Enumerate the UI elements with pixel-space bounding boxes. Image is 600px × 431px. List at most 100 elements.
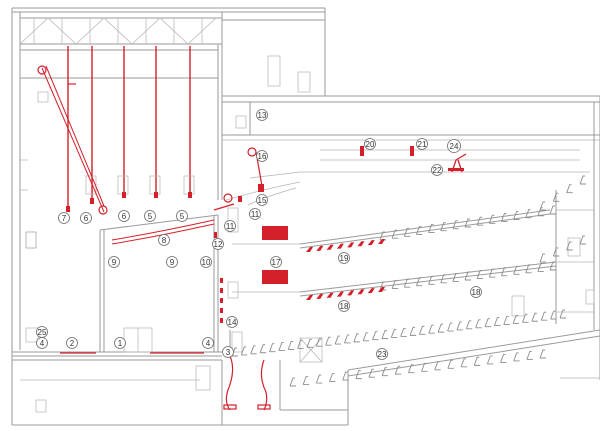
- seat: [464, 271, 471, 281]
- callout-marker-m23: 23: [376, 348, 388, 360]
- stage-machinery: [37, 46, 467, 411]
- marker-number: 12: [214, 240, 223, 249]
- seat: [452, 272, 459, 282]
- seat: [329, 373, 336, 383]
- callout-marker-m16: 16: [256, 150, 268, 162]
- seat: [353, 333, 360, 343]
- seat: [539, 253, 546, 263]
- callout-marker-m4a: 4: [36, 337, 48, 349]
- marker-number: 11: [226, 222, 235, 231]
- seat: [240, 346, 248, 356]
- marker-number: 2: [70, 339, 75, 348]
- seat: [579, 175, 586, 185]
- seat: [488, 268, 496, 278]
- seat: [355, 370, 362, 380]
- seat: [315, 337, 323, 347]
- marker-number: 18: [340, 302, 349, 311]
- seat: [464, 218, 471, 228]
- seat: [476, 216, 484, 226]
- callout-marker-m5a: 5: [144, 210, 156, 222]
- seat: [525, 209, 532, 219]
- marker-number: 5: [180, 212, 185, 221]
- callout-marker-m9b: 9: [166, 256, 178, 268]
- marker-number: 14: [228, 318, 237, 327]
- seat: [315, 374, 323, 384]
- marker-circle: [226, 316, 238, 328]
- marker-circle: [431, 164, 443, 176]
- seat: [403, 278, 411, 288]
- callout-marker-m17: 17: [270, 256, 282, 268]
- seat: [421, 362, 428, 372]
- seat: [381, 367, 389, 377]
- seat: [531, 312, 538, 322]
- marker-circle: [212, 238, 224, 250]
- seat: [428, 275, 435, 285]
- seat: [552, 192, 560, 202]
- callout-marker-m15: 15: [256, 194, 268, 206]
- callout-marker-m18b: 18: [338, 300, 350, 312]
- seat: [440, 222, 447, 232]
- seat: [409, 326, 417, 336]
- building-structure: [11, 7, 600, 426]
- marker-circle: [176, 210, 188, 222]
- featured-seating: [306, 239, 385, 300]
- seat: [484, 318, 492, 328]
- marker-number: 20: [366, 140, 375, 149]
- marker-number: 1: [118, 339, 123, 348]
- red-seat: [367, 288, 375, 294]
- marker-number: 15: [258, 196, 267, 205]
- seat: [259, 344, 267, 354]
- marker-circle: [108, 256, 120, 268]
- seat: [368, 368, 375, 378]
- seat: [381, 330, 388, 340]
- red-seat: [336, 291, 344, 297]
- seat: [465, 320, 473, 330]
- seat: [513, 352, 520, 362]
- marker-number: 6: [84, 214, 89, 223]
- seat: [437, 323, 445, 333]
- marker-number: 8: [162, 236, 167, 245]
- marker-circle: [36, 326, 48, 338]
- marker-number: 3: [226, 348, 231, 357]
- seat: [391, 280, 399, 290]
- seat: [456, 321, 463, 331]
- marker-number: 9: [170, 258, 175, 267]
- seat: [302, 376, 310, 385]
- marker-number: 10: [202, 258, 211, 267]
- red-seat: [316, 245, 324, 251]
- red-seat: [316, 293, 324, 299]
- callout-marker-m11b: 11: [249, 208, 261, 220]
- red-seat: [336, 243, 344, 249]
- seat: [416, 277, 423, 287]
- seat: [278, 342, 285, 352]
- seat: [419, 325, 426, 335]
- red-seat: [378, 287, 385, 292]
- callout-marker-m14: 14: [226, 316, 238, 328]
- marker-circle: [416, 138, 428, 150]
- marker-circle: [118, 210, 130, 222]
- marker-circle: [256, 109, 268, 121]
- seat: [297, 339, 304, 349]
- callout-marker-m8: 8: [158, 234, 170, 246]
- seat: [306, 338, 313, 348]
- marker-number: 22: [433, 166, 442, 175]
- marker-circle: [222, 346, 234, 358]
- red-seat: [326, 244, 334, 250]
- marker-circle: [338, 252, 350, 264]
- marker-circle: [256, 194, 268, 206]
- marker-circle: [447, 139, 461, 153]
- seat: [539, 349, 546, 359]
- red-seat: [357, 241, 365, 247]
- callout-marker-m19: 19: [338, 252, 350, 264]
- callout-marker-m12: 12: [212, 238, 224, 250]
- marker-circle: [114, 337, 126, 349]
- marker-number: 6: [122, 212, 127, 221]
- callout-marker-m25: 25: [36, 326, 48, 338]
- callout-marker-m2: 2: [66, 337, 78, 349]
- callout-marker-m22: 22: [431, 164, 443, 176]
- seat: [486, 355, 494, 365]
- seat: [540, 311, 548, 321]
- seat: [344, 334, 351, 344]
- seat: [539, 201, 546, 211]
- seat: [400, 328, 407, 337]
